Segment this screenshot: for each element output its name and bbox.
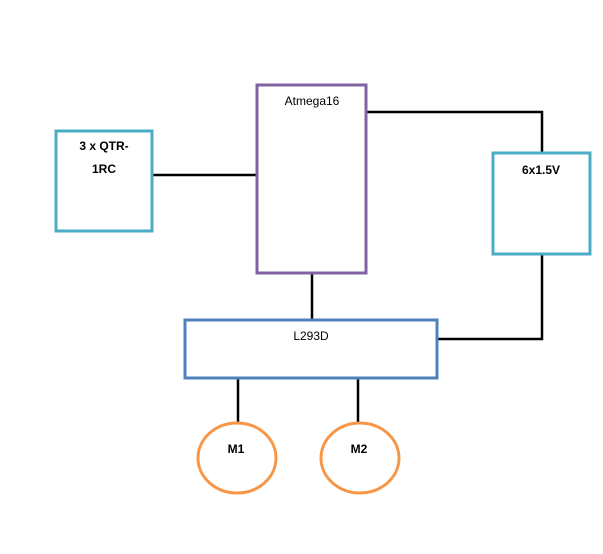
motor-m1-circle bbox=[196, 421, 278, 495]
sensor-label-line1: 3 x QTR- bbox=[79, 139, 128, 153]
mcu-box bbox=[255, 83, 368, 275]
motor-m1: M1 bbox=[196, 421, 278, 495]
sensor-block: 3 x QTR- 1RC bbox=[54, 129, 154, 233]
driver-block: L293D bbox=[183, 318, 439, 380]
driver-box bbox=[183, 318, 439, 380]
driver-label: L293D bbox=[293, 329, 329, 343]
wire-mcu-battery bbox=[366, 110, 544, 153]
sensor-box bbox=[54, 129, 154, 233]
wires bbox=[152, 110, 544, 425]
mcu-block: Atmega16 bbox=[255, 83, 368, 275]
battery-block: 6x1.5V bbox=[491, 151, 592, 256]
motor-m1-label: M1 bbox=[228, 442, 245, 456]
motor-m2-circle bbox=[319, 421, 401, 495]
motor-m2-label: M2 bbox=[351, 442, 368, 456]
wire-battery-driver bbox=[437, 254, 544, 341]
battery-box bbox=[491, 151, 592, 256]
sensor-label-line2: 1RC bbox=[92, 162, 116, 176]
battery-label: 6x1.5V bbox=[522, 163, 560, 177]
motor-m2: M2 bbox=[319, 421, 401, 495]
mcu-label: Atmega16 bbox=[285, 94, 340, 108]
